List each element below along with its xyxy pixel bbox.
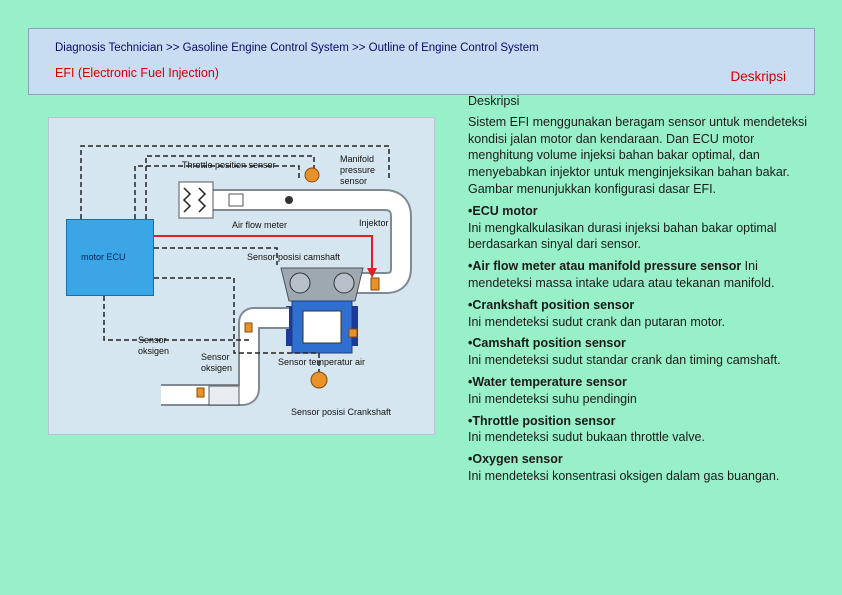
oxygen-sensor-2-label: Sensor oksigen bbox=[201, 352, 233, 373]
efi-diagram-drawing bbox=[80, 145, 412, 406]
item-title-rest: Ini mendeteksi massa intake udara atau t… bbox=[468, 259, 775, 290]
throttle-sensor-label: Throttle position sensor bbox=[182, 160, 276, 170]
item-title-crankshaft: •Crankshaft position sensor bbox=[468, 297, 820, 314]
item-title-text: •ECU motor bbox=[468, 203, 538, 218]
catalytic-converter bbox=[208, 385, 240, 406]
description-title: Deskripsi bbox=[468, 94, 520, 108]
intake-pipe-inner bbox=[179, 191, 410, 292]
air-flow-meter bbox=[228, 193, 244, 207]
control-line-o2 bbox=[103, 296, 249, 341]
item-title-camshaft: •Camshaft position sensor bbox=[468, 335, 820, 352]
air-flow-meter-label: Air flow meter bbox=[232, 220, 288, 230]
camshaft-sensor-label: Sensor posisi camshaft bbox=[247, 252, 341, 262]
camshaft-right bbox=[333, 272, 355, 294]
injector bbox=[370, 277, 380, 291]
item-desc-crankshaft: Ini mendeteksi sudut crank dan putaran m… bbox=[468, 314, 726, 329]
throttle-sensor bbox=[285, 196, 293, 204]
item-desc-water-temp: Ini mendeteksi suhu pendingin bbox=[468, 391, 637, 406]
injector-label: Injektor bbox=[359, 218, 389, 228]
oxygen-sensor-1-label: Sensor oksigen bbox=[138, 335, 170, 356]
oxygen-sensor-2 bbox=[196, 387, 205, 398]
camshaft-left bbox=[289, 272, 311, 294]
item-title-text: •Throttle position sensor bbox=[468, 413, 616, 428]
injector-signal-line bbox=[154, 235, 373, 273]
crankshaft-sensor-label: Sensor posisi Crankshaft bbox=[291, 407, 392, 417]
efi-diagram: motor ECU Throttle position sensor Manif… bbox=[48, 117, 435, 435]
piston bbox=[302, 310, 342, 344]
manifold-pressure-sensor bbox=[304, 167, 320, 183]
control-line-top bbox=[80, 145, 390, 219]
control-line-manifold bbox=[145, 155, 315, 219]
oxygen-sensor-1 bbox=[244, 322, 253, 333]
item-title-water-temp: •Water temperature sensor bbox=[468, 374, 820, 391]
control-line-crank bbox=[154, 277, 320, 373]
breadcrumb: Diagnosis Technician >> Gasoline Engine … bbox=[55, 42, 539, 54]
control-line-cam bbox=[154, 247, 278, 265]
item-title-text: •Oxygen sensor bbox=[468, 452, 563, 467]
item-title-air-flow: •Air flow meter atau manifold pressure s… bbox=[468, 258, 820, 292]
item-title-throttle: •Throttle position sensor bbox=[468, 413, 820, 430]
crankshaft-sensor bbox=[310, 371, 328, 389]
header-banner: Diagnosis Technician >> Gasoline Engine … bbox=[28, 28, 815, 95]
water-temp-sensor-label: Sensor temperatur air bbox=[278, 357, 366, 367]
item-title-oxygen: •Oxygen sensor bbox=[468, 451, 820, 468]
section-label: Deskripsi bbox=[730, 69, 786, 84]
item-desc-oxygen: Ini mendeteksi konsentrasi oksigen dalam… bbox=[468, 468, 780, 483]
item-title-text: •Crankshaft position sensor bbox=[468, 297, 635, 312]
item-title-ecu: •ECU motor bbox=[468, 203, 820, 220]
item-desc-ecu: Ini mengkalkulasikan durasi injeksi baha… bbox=[468, 220, 777, 252]
water-temp-sensor bbox=[348, 328, 358, 338]
manifold-sensor-label: Manifold pressure sensor bbox=[340, 154, 376, 186]
item-title-text: •Camshaft position sensor bbox=[468, 336, 626, 351]
page-subtitle: EFI (Electronic Fuel Injection) bbox=[55, 66, 219, 80]
item-title-text: •Water temperature sensor bbox=[468, 374, 627, 389]
control-line-throttle bbox=[134, 165, 300, 219]
item-desc-camshaft: Ini mendeteksi sudut standar crank dan t… bbox=[468, 353, 781, 368]
description-intro: Sistem EFI menggunakan beragam sensor un… bbox=[468, 114, 808, 196]
ecu-box: motor ECU bbox=[66, 219, 154, 296]
description-panel: Deskripsi Sistem EFI menggunakan beragam… bbox=[468, 93, 820, 485]
item-title-text: •Air flow meter atau manifold pressure s… bbox=[468, 259, 742, 274]
item-desc-throttle: Ini mendeteksi sudut bukaan throttle val… bbox=[468, 430, 705, 445]
ecu-label: motor ECU bbox=[81, 252, 126, 262]
